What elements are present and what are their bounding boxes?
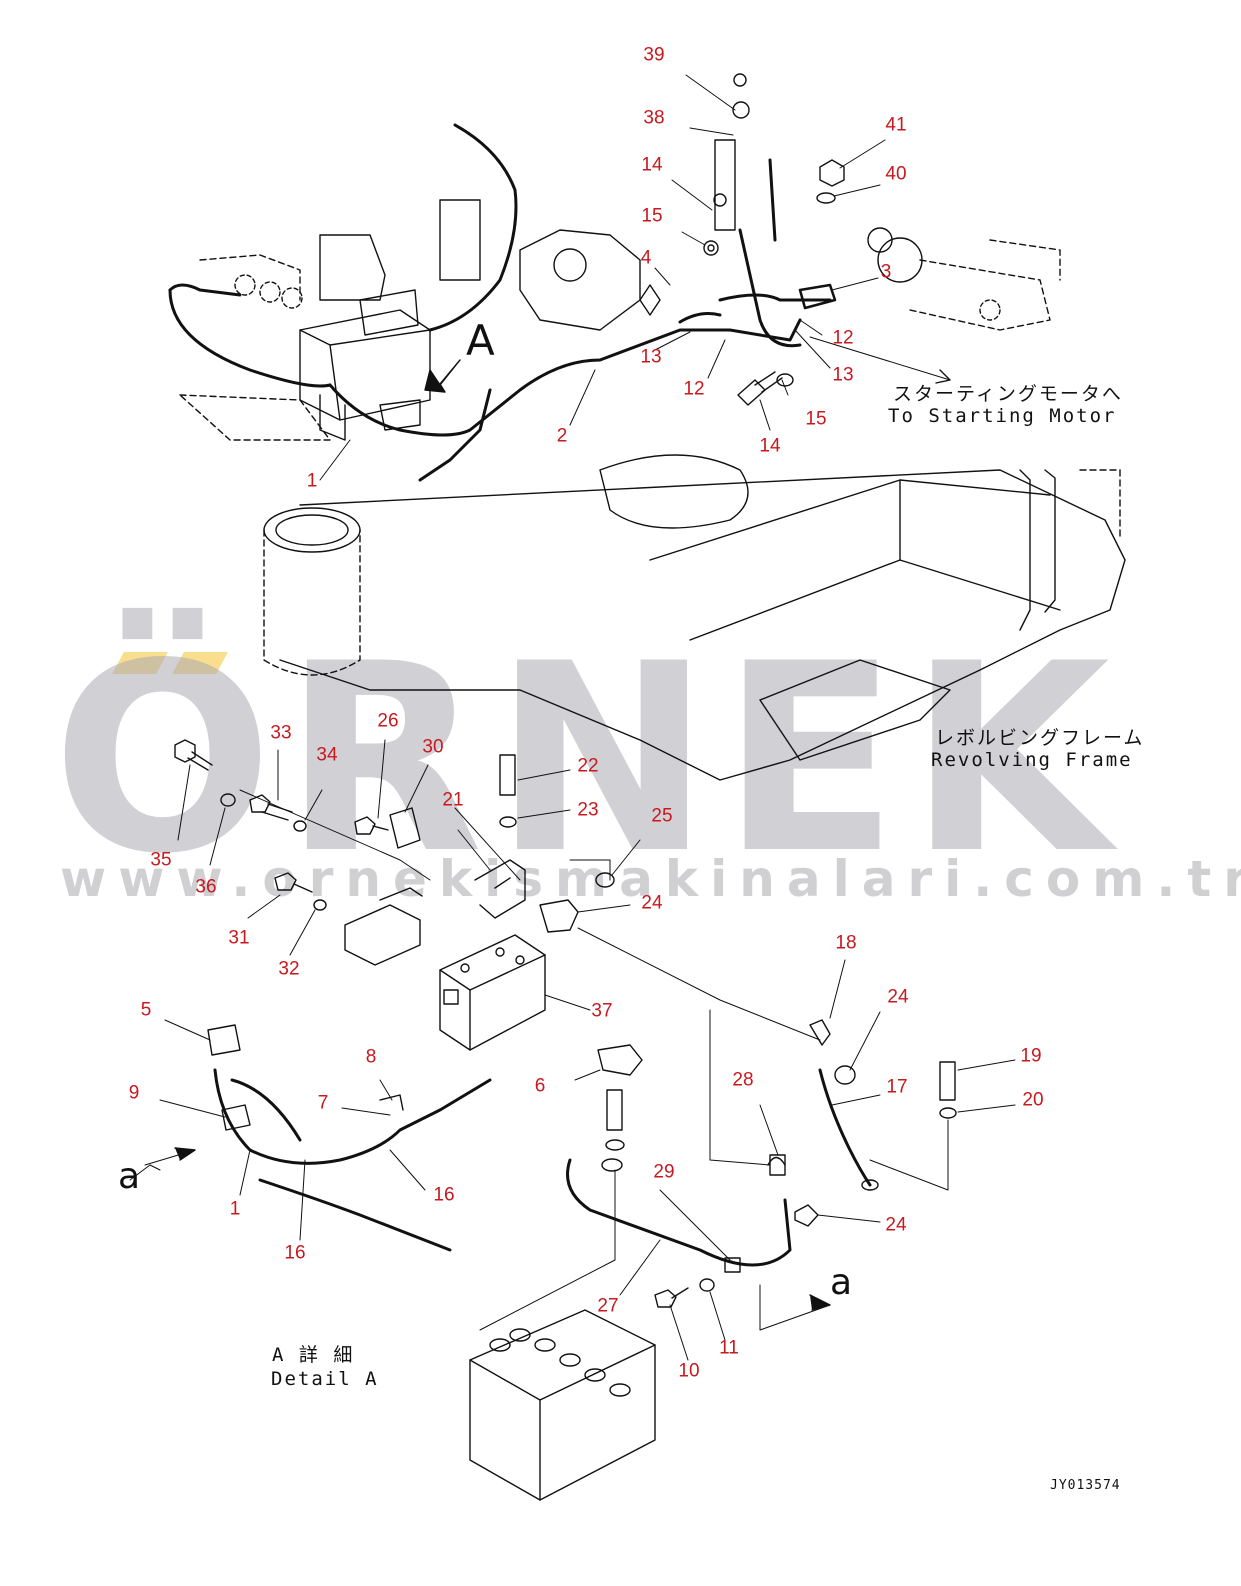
cylinder-tank	[263, 507, 361, 676]
bracket-21	[454, 754, 526, 919]
cable-27-parts	[479, 1009, 831, 1331]
callout-14b: 14	[759, 435, 781, 457]
callout-2: 2	[556, 425, 568, 447]
callout-21: 21	[442, 789, 464, 811]
section-a-right: a	[830, 1262, 853, 1303]
callout-38: 38	[643, 107, 665, 129]
view-a-arrow	[424, 359, 461, 393]
callout-16b: 16	[284, 1242, 306, 1264]
callout-1: 1	[306, 470, 318, 492]
connector-6	[597, 1044, 643, 1151]
detail-label-en: Detail A	[271, 1368, 379, 1390]
callout-13b: 13	[832, 364, 854, 386]
starting-motor-label-en: To Starting Motor	[888, 405, 1117, 427]
callout-7: 7	[317, 1092, 329, 1114]
callout-27: 27	[597, 1295, 619, 1317]
callout-20: 20	[1022, 1089, 1044, 1111]
callout-17: 17	[886, 1076, 908, 1098]
starting-motor-leads	[639, 73, 845, 316]
callout-39: 39	[643, 44, 665, 66]
callout-29: 29	[653, 1161, 675, 1183]
starting-motor-label-jp: スターティングモータへ	[893, 383, 1123, 405]
harness-1-parts	[129, 1024, 404, 1181]
view-a-label: A	[466, 316, 495, 365]
callout-23: 23	[577, 799, 599, 821]
drawing-code: JY013574	[1050, 1478, 1121, 1493]
bolts-left-group	[174, 739, 431, 911]
callout-3: 3	[880, 261, 892, 283]
callout-16: 16	[433, 1184, 455, 1206]
callout-12b: 12	[683, 378, 705, 400]
revolving-frame-outline	[279, 239, 1126, 781]
callout-24c: 24	[885, 1214, 907, 1236]
callout-14: 14	[641, 154, 663, 176]
leader-lines-lower	[159, 739, 1016, 1361]
callout-24: 24	[641, 892, 663, 914]
wiring-harness-upper	[168, 123, 832, 482]
callout-24b: 24	[887, 986, 909, 1008]
callout-36: 36	[195, 876, 217, 898]
callout-15: 15	[641, 205, 663, 227]
battery-relay-assembly	[179, 289, 431, 441]
terminal-24-upper	[539, 859, 821, 1041]
engine-block-outline	[199, 199, 923, 529]
callout-4: 4	[640, 247, 652, 269]
callout-37: 37	[591, 1000, 613, 1022]
callout-11: 11	[719, 1337, 739, 1359]
callout-22: 22	[577, 755, 599, 777]
callout-12: 12	[832, 327, 854, 349]
callout-15b: 15	[805, 408, 827, 430]
watermark-url: www.ornekismakinalari.com.tr	[60, 850, 1241, 908]
revolving-frame-label-jp: レボルビングフレーム	[935, 727, 1145, 749]
callout-32: 32	[278, 958, 300, 980]
callout-28: 28	[732, 1069, 754, 1091]
harness-1-lower	[213, 1068, 492, 1252]
callout-9: 9	[128, 1082, 140, 1104]
callout-19: 19	[1020, 1045, 1042, 1067]
callout-8: 8	[365, 1046, 377, 1068]
callout-18: 18	[835, 932, 857, 954]
callout-31: 31	[228, 927, 250, 949]
callout-13: 13	[640, 346, 662, 368]
detail-label-jp: A 詳 細	[272, 1344, 355, 1366]
section-a-left: a	[118, 1156, 141, 1197]
washer-15-upper	[776, 373, 794, 387]
callout-41: 41	[885, 114, 907, 136]
cable-17-parts	[809, 1019, 957, 1191]
callout-40: 40	[885, 163, 907, 185]
callout-26: 26	[377, 710, 399, 732]
revolving-frame-label-en: Revolving Frame	[931, 749, 1133, 771]
callout-33: 33	[270, 722, 292, 744]
cable-27-29	[566, 1158, 792, 1267]
callout-34: 34	[316, 744, 338, 766]
callout-30: 30	[422, 736, 444, 758]
bolt-14-upper	[737, 371, 783, 406]
battery	[469, 1309, 656, 1501]
relay-unit-small	[344, 887, 423, 966]
callout-6: 6	[534, 1075, 546, 1097]
callout-5: 5	[140, 999, 152, 1021]
cable-17	[818, 1068, 872, 1187]
leader-lines-upper	[319, 74, 951, 481]
watermark-brand: ÖRNEK	[52, 609, 1120, 911]
relay-box-37	[439, 934, 546, 1051]
callout-35: 35	[150, 849, 172, 871]
callout-10: 10	[678, 1360, 700, 1382]
callout-25: 25	[651, 805, 673, 827]
callout-1b: 1	[229, 1198, 241, 1220]
